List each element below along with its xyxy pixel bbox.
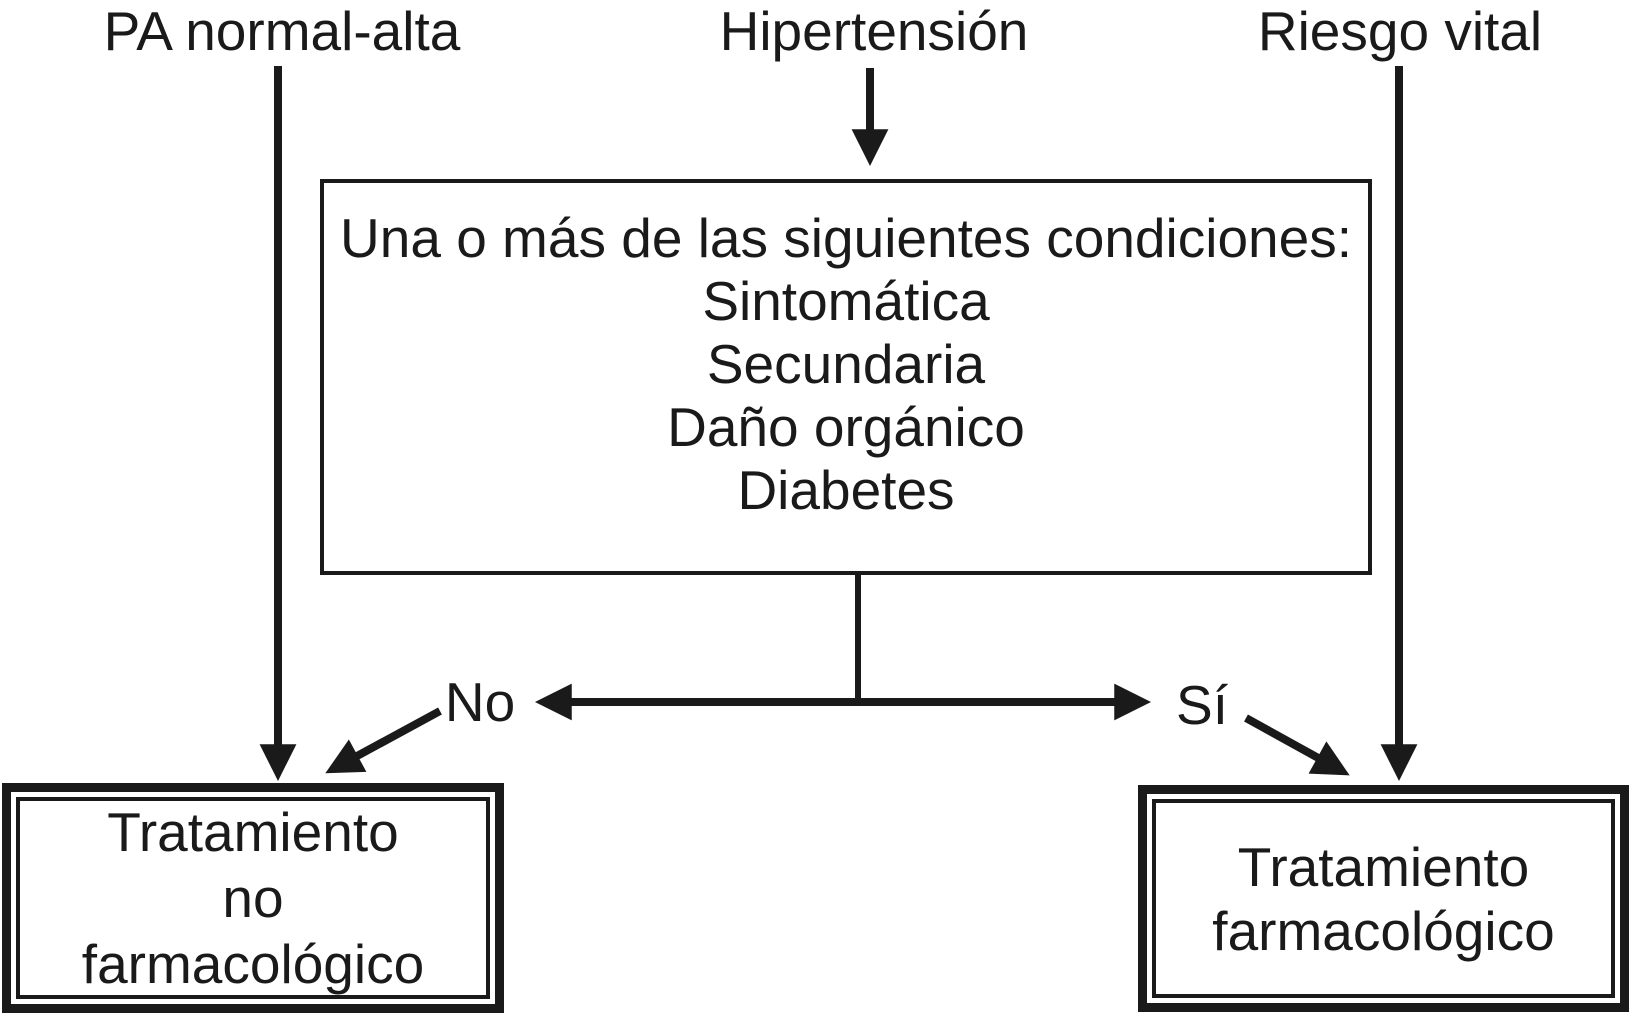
outcome-box-left-inner-border: Tratamiento no farmacológico bbox=[16, 797, 490, 999]
outcome-left-line-3: farmacológico bbox=[81, 933, 425, 995]
outcome-left-line-2: no bbox=[222, 867, 284, 929]
outcome-box-right-inner-border: Tratamiento farmacológico bbox=[1152, 799, 1615, 998]
condition-item-secundaria: Secundaria bbox=[706, 333, 986, 395]
condition-item-dano-organico: Daño orgánico bbox=[667, 396, 1025, 458]
label-si: Sí bbox=[1176, 674, 1228, 736]
label-hipertension: Hipertensión bbox=[719, 0, 1029, 62]
label-pa-normal-alta: PA normal-alta bbox=[103, 0, 461, 62]
condition-item-sintomatica: Sintomática bbox=[702, 270, 990, 332]
condition-item-diabetes: Diabetes bbox=[737, 459, 955, 521]
label-no: No bbox=[444, 671, 516, 733]
label-riesgo-vital: Riesgo vital bbox=[1257, 0, 1543, 62]
outcome-box-tratamiento-no-farmacologico: Tratamiento no farmacológico bbox=[2, 783, 504, 1013]
outcome-left-line-1: Tratamiento bbox=[107, 801, 399, 863]
outcome-right-line-2: farmacológico bbox=[1212, 899, 1555, 962]
condition-box-title: Una o más de las siguientes condiciones: bbox=[340, 207, 1352, 269]
arrow-si-diagonal-to-right-box bbox=[1244, 714, 1350, 776]
condition-box: Una o más de las siguientes condiciones:… bbox=[320, 179, 1372, 575]
outcome-box-tratamiento-farmacologico: Tratamiento farmacológico bbox=[1138, 785, 1629, 1012]
outcome-right-line-1: Tratamiento bbox=[1237, 835, 1530, 898]
arrow-no-diagonal-to-left-box bbox=[325, 707, 442, 774]
